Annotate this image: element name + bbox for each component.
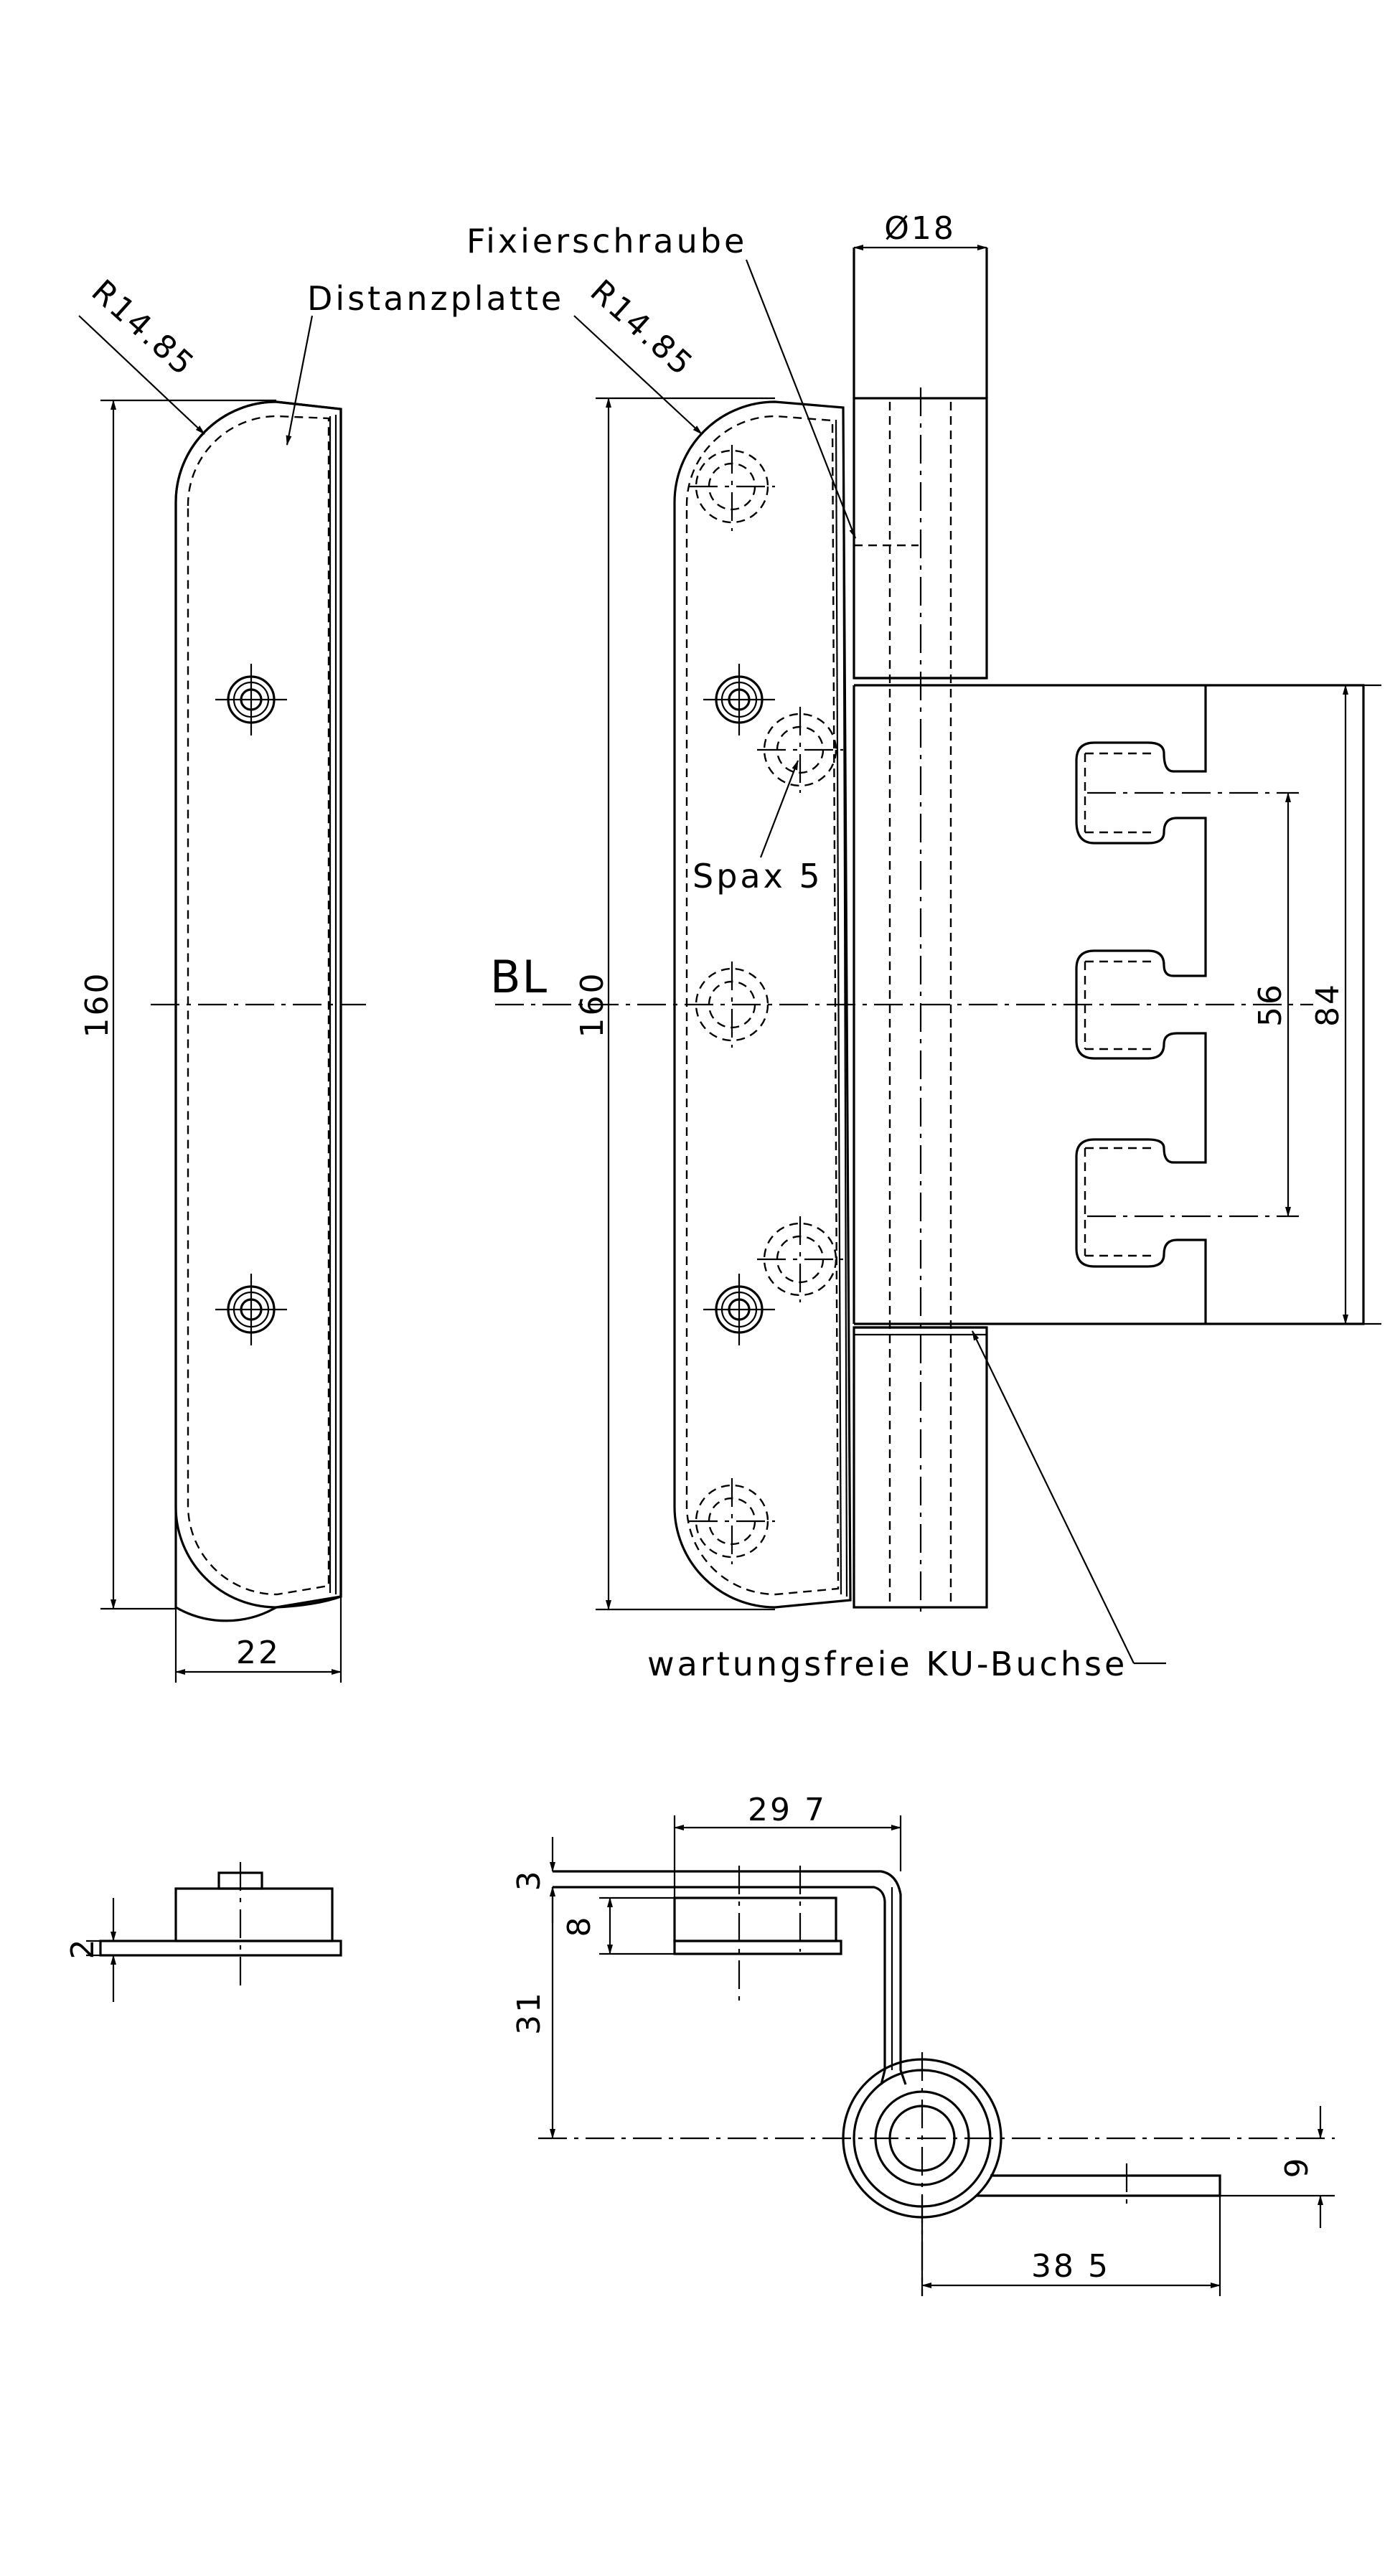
- dim-radius-right: R14.85: [583, 273, 701, 384]
- slot-bottom: [1075, 1138, 1207, 1268]
- screw-top-left: [215, 664, 287, 735]
- dim-height-left: 160: [79, 972, 116, 1038]
- label-spax: Spax 5: [692, 857, 823, 896]
- screw-bottom-left: [215, 1274, 287, 1345]
- dim-385: 38 5: [1031, 2248, 1110, 2285]
- dim-thick-2: 2: [65, 1937, 101, 1960]
- screw-top-right: [703, 664, 775, 735]
- left-section-view: 2: [65, 1862, 342, 2002]
- dim-84: 84: [1310, 982, 1346, 1027]
- dim-radius-left: R14.85: [85, 273, 202, 384]
- dim-31: 31: [511, 1990, 548, 2035]
- dim-height-right: 160: [574, 972, 611, 1038]
- label-distanzplatte: Distanzplatte: [307, 279, 564, 318]
- right-hinge-view: BL 160 56 84 Ø18 R14.85 Fixierschraube S…: [466, 210, 1381, 1683]
- dim-3: 3: [511, 1869, 548, 1891]
- dim-8: 8: [561, 1915, 598, 1937]
- dim-9: 9: [1279, 2156, 1315, 2178]
- label-bl: BL: [490, 951, 548, 1003]
- label-buchse: wartungsfreie KU-Buchse: [647, 1645, 1127, 1683]
- label-fixierschraube: Fixierschraube: [466, 222, 747, 260]
- dim-297: 29 7: [748, 1792, 827, 1828]
- dim-56: 56: [1252, 982, 1289, 1027]
- right-section-view: 29 7 3 8 31 9 38 5: [511, 1792, 1335, 2296]
- dim-width-left: 22: [236, 1635, 281, 1671]
- screw-bottom-right: [703, 1274, 775, 1345]
- dim-diameter: Ø18: [884, 210, 956, 247]
- slot-middle: [1075, 949, 1207, 1148]
- slot-top: [1075, 741, 1207, 962]
